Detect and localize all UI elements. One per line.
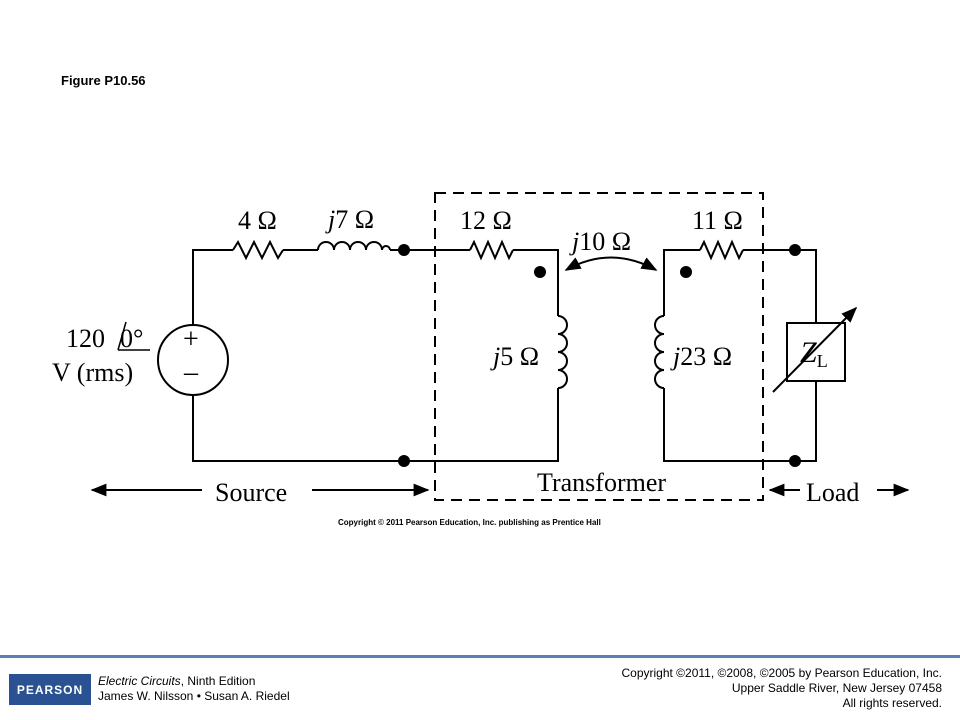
- resistor-4-ohm: [232, 239, 284, 261]
- wire-source-left-bottom: [192, 375, 404, 462]
- polarity-dot-secondary: [680, 266, 692, 278]
- load-variable-arrow: [772, 306, 858, 393]
- source-plus-sign: +: [183, 324, 199, 355]
- book-authors: James W. Nilsson • Susan A. Riedel: [98, 689, 290, 703]
- load-impedance-label: ZL: [800, 336, 828, 371]
- inductor-j23: [654, 315, 665, 389]
- terminal-bottom-right: [789, 455, 801, 467]
- source-minus-sign: –: [183, 357, 199, 388]
- publisher-info: Copyright ©2011, ©2008, ©2005 by Pearson…: [621, 666, 942, 711]
- book-title-line: Electric Circuits, Ninth Edition: [98, 674, 290, 689]
- resistor-11-ohm: [699, 239, 744, 261]
- wire-secondary-left: [663, 249, 700, 316]
- label-j5-ohm: j5 Ω: [490, 342, 539, 371]
- copyright-line-1: Copyright ©2011, ©2008, ©2005 by Pearson…: [621, 666, 942, 680]
- angle-symbol: [117, 321, 150, 351]
- polarity-dot-primary: [534, 266, 546, 278]
- label-j10-ohm: j10 Ω: [569, 227, 631, 256]
- copyright-line-3: All rights reserved.: [842, 696, 942, 710]
- voltage-source: [157, 324, 229, 396]
- label-source: Source: [215, 478, 287, 507]
- resistor-12-ohm: [469, 239, 514, 261]
- footer-divider: [0, 655, 960, 658]
- inductor-j5: [557, 315, 568, 389]
- footer: PEARSON Electric Circuits, Ninth Edition…: [0, 658, 960, 720]
- terminal-top-left: [398, 244, 410, 256]
- pearson-logo: PEARSON: [9, 674, 91, 705]
- transformer-box: [434, 192, 764, 501]
- book-edition: , Ninth Edition: [180, 674, 256, 688]
- terminal-top-right: [789, 244, 801, 256]
- wire-primary-top-right: [513, 249, 559, 316]
- load-impedance-box: [786, 322, 846, 382]
- wire-load-top: [795, 249, 817, 323]
- label-11-ohm: 11 Ω: [692, 206, 743, 235]
- terminal-bottom-left: [398, 455, 410, 467]
- wire-primary-bottom: [404, 388, 559, 462]
- copyright-line-2: Upper Saddle River, New Jersey 07458: [731, 681, 942, 695]
- wire-load-bottom: [795, 381, 817, 462]
- circuit-diagram: 4 Ω j7 Ω 12 Ω j10 Ω 11 Ω j5 Ω j23 Ω 120 …: [52, 192, 910, 507]
- label-transformer: Transformer: [537, 468, 666, 497]
- mutual-coupling-arrow: [564, 256, 658, 271]
- source-magnitude: 120: [66, 324, 105, 353]
- label-j23-ohm: j23 Ω: [670, 342, 732, 371]
- figure-title: Figure P10.56: [61, 73, 146, 88]
- label-j7-ohm: j7 Ω: [325, 205, 374, 234]
- label-load: Load: [806, 478, 859, 507]
- wire-secondary-bottom: [663, 388, 795, 462]
- source-angle: 0°: [120, 324, 143, 353]
- label-12-ohm: 12 Ω: [460, 206, 512, 235]
- wire-source-left-top: [192, 249, 233, 345]
- book-info: Electric Circuits, Ninth Edition James W…: [98, 674, 290, 704]
- figure-copyright: Copyright © 2011 Pearson Education, Inc.…: [338, 518, 601, 527]
- book-title: Electric Circuits: [98, 674, 181, 688]
- label-4-ohm: 4 Ω: [238, 206, 277, 235]
- inductor-j7: [317, 241, 391, 251]
- source-units: V (rms): [52, 358, 133, 387]
